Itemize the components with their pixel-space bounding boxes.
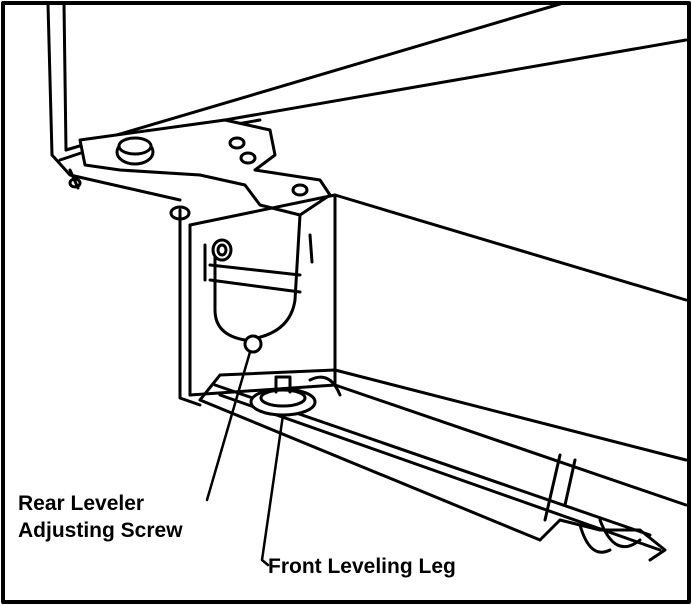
front-rail: [198, 368, 688, 562]
hinge-bracket: [68, 118, 332, 221]
callout-leaders: [205, 350, 285, 567]
rear-screw-label-line2: Adjusting Screw: [18, 519, 183, 542]
front-leg-label: Front Leveling Leg: [268, 555, 456, 578]
front-leg-leader-line: [260, 413, 285, 567]
rear-screw-leader-line: [205, 350, 252, 502]
cabinet-body: [178, 193, 688, 507]
rear-leveler-screw: [243, 334, 263, 354]
rear-screw-label-line1: Rear Leveler: [18, 492, 145, 515]
front-bracket: [203, 213, 314, 354]
